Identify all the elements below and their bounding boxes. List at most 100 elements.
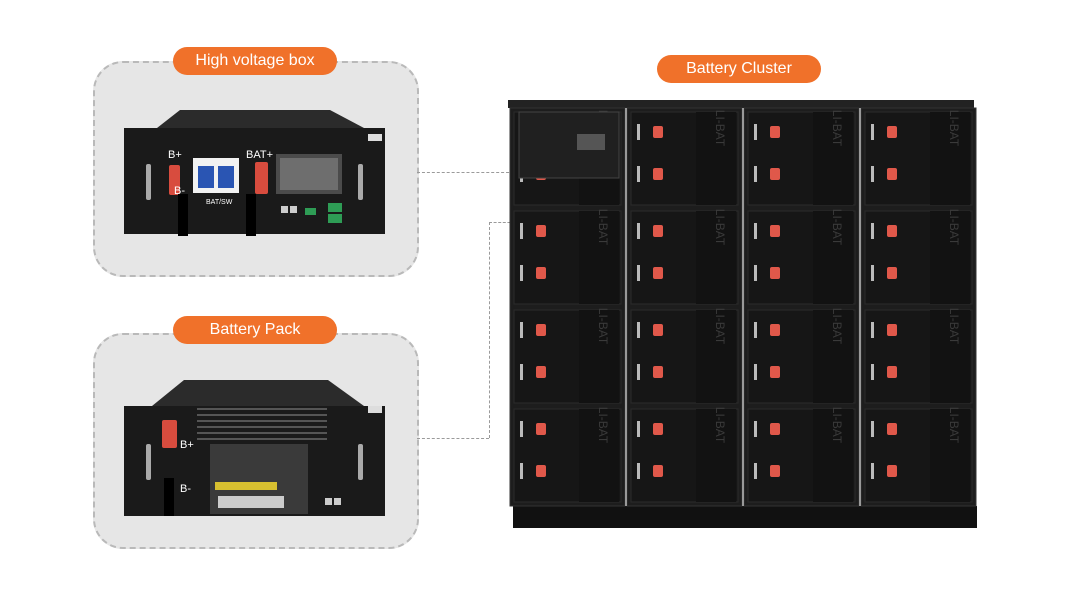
handle — [871, 322, 874, 338]
terminal — [770, 423, 780, 435]
handle — [754, 421, 757, 437]
terminal — [770, 366, 780, 378]
module-plate — [579, 409, 619, 502]
handle — [871, 223, 874, 239]
module-plate — [696, 409, 736, 502]
terminal — [770, 168, 780, 180]
connector-pack-line-v — [489, 222, 490, 438]
module-logo-text: LI-BAT — [830, 110, 844, 147]
module-logo-text: LI-BAT — [947, 308, 961, 345]
module-logo-text: LI-BAT — [830, 308, 844, 345]
battery-pack-image: B+ B- — [124, 380, 385, 516]
module-plate — [930, 112, 970, 205]
terminal — [770, 126, 780, 138]
module-plate — [696, 310, 736, 403]
module-plate — [813, 409, 853, 502]
terminal — [536, 366, 546, 378]
terminal — [653, 366, 663, 378]
terminal — [653, 324, 663, 336]
terminal — [536, 324, 546, 336]
handle — [871, 265, 874, 281]
module-plate — [930, 409, 970, 502]
module-logo-text: LI-BAT — [947, 407, 961, 444]
handle — [754, 463, 757, 479]
handle — [754, 322, 757, 338]
terminal — [770, 225, 780, 237]
connector-hv-line — [417, 172, 514, 173]
module-plate — [579, 310, 619, 403]
battery-cluster-image: LI-BAT LI-BAT LI-BAT LI-BAT LI-BAT LI-BAT LI-B… — [508, 100, 977, 528]
terminal — [653, 168, 663, 180]
terminal — [653, 225, 663, 237]
terminal — [536, 267, 546, 279]
handle — [871, 166, 874, 182]
cluster-hv-display — [577, 134, 605, 150]
handle — [637, 322, 640, 338]
module-logo-text: LI-BAT — [596, 209, 610, 246]
hv-b-minus-text: B- — [174, 185, 185, 197]
hv-b-plus-text: B+ — [168, 149, 182, 161]
handle — [754, 223, 757, 239]
hv-bat-sw-text: BAT/SW — [206, 199, 233, 206]
handle — [520, 322, 523, 338]
terminal — [887, 465, 897, 477]
battery-pack-label: Battery Pack — [173, 316, 337, 344]
handle — [754, 265, 757, 281]
terminal — [653, 423, 663, 435]
terminal — [770, 324, 780, 336]
handle — [520, 364, 523, 380]
module-plate — [696, 112, 736, 205]
handle — [637, 421, 640, 437]
module-logo-text: LI-BAT — [713, 209, 727, 246]
handle — [637, 463, 640, 479]
module-logo-text: LI-BAT — [830, 209, 844, 246]
pack-b-plus-text: B+ — [180, 439, 194, 451]
hv-bat-plus-text: BAT+ — [246, 149, 273, 161]
handle — [520, 265, 523, 281]
module-plate — [579, 211, 619, 304]
handle — [871, 364, 874, 380]
connector-pack-line-h1 — [417, 438, 489, 439]
module-plate — [696, 211, 736, 304]
terminal — [887, 423, 897, 435]
module-plate — [813, 112, 853, 205]
handle — [871, 463, 874, 479]
terminal — [887, 366, 897, 378]
module-plate — [813, 310, 853, 403]
module-logo-text: LI-BAT — [947, 110, 961, 147]
handle — [754, 124, 757, 140]
module-logo-text: LI-BAT — [596, 308, 610, 345]
module-logo-text: LI-BAT — [713, 407, 727, 444]
handle — [754, 166, 757, 182]
handle — [520, 223, 523, 239]
terminal — [653, 465, 663, 477]
module-plate — [813, 211, 853, 304]
handle — [520, 463, 523, 479]
module-logo-text: LI-BAT — [947, 209, 961, 246]
terminal — [887, 225, 897, 237]
terminal — [770, 465, 780, 477]
terminal — [653, 126, 663, 138]
module-logo-text: LI-BAT — [713, 110, 727, 147]
module-logo-text: LI-BAT — [830, 407, 844, 444]
module-plate — [930, 310, 970, 403]
connector-pack-line-h2 — [489, 222, 515, 223]
handle — [754, 364, 757, 380]
handle — [871, 421, 874, 437]
handle — [637, 364, 640, 380]
terminal — [887, 126, 897, 138]
handle — [871, 124, 874, 140]
handle — [637, 166, 640, 182]
handle — [637, 223, 640, 239]
hv-box-image: B+ B- BAT/SW BAT+ — [124, 110, 385, 236]
module-logo-text: LI-BAT — [596, 407, 610, 444]
handle — [637, 124, 640, 140]
terminal — [536, 465, 546, 477]
terminal — [653, 267, 663, 279]
handle — [637, 265, 640, 281]
terminal — [536, 225, 546, 237]
terminal — [536, 423, 546, 435]
terminal — [887, 324, 897, 336]
pack-b-minus-text: B- — [180, 483, 191, 495]
terminal — [887, 168, 897, 180]
